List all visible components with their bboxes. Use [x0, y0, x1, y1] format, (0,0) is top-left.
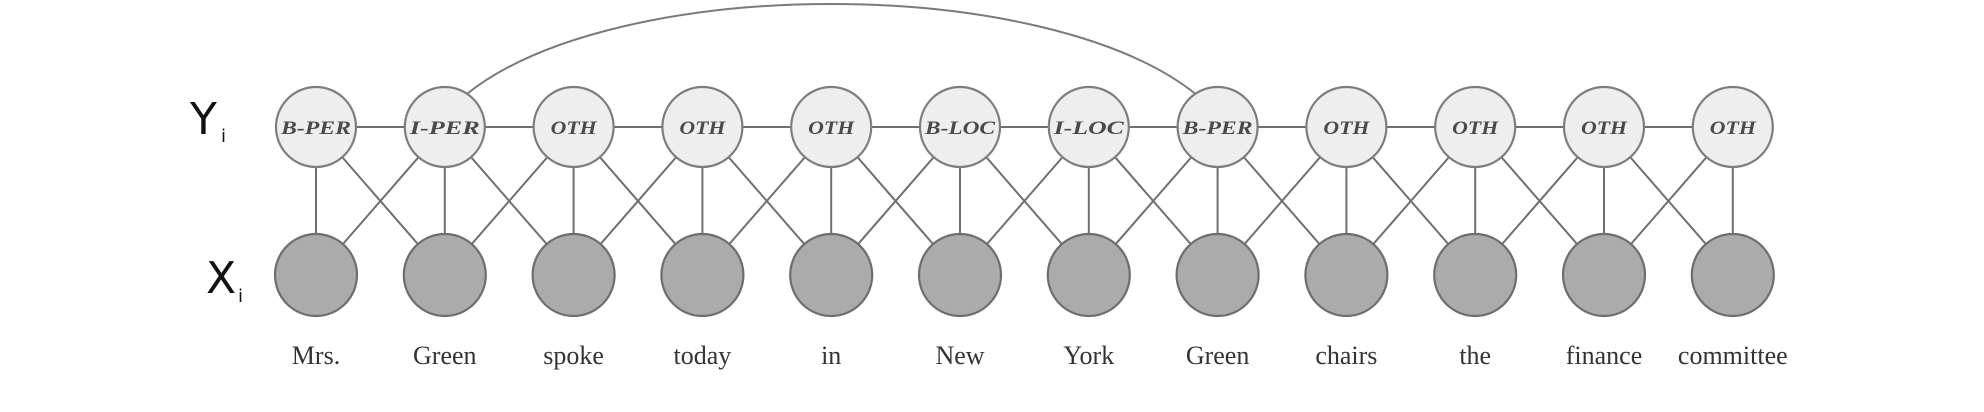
observation-node — [273, 232, 359, 318]
word-label: today — [674, 341, 732, 370]
tag-label: B-LOC — [924, 118, 996, 139]
label-node — [1047, 85, 1130, 169]
word-label: Green — [1186, 341, 1250, 370]
tag-label: OTH — [551, 118, 598, 139]
observation-node — [1046, 232, 1131, 318]
label-node — [1691, 85, 1774, 169]
word-label: Green — [413, 341, 477, 370]
label-node — [532, 85, 615, 169]
skip-chain-edge — [466, 3, 1197, 95]
observation-node — [1433, 232, 1518, 318]
edges-layer — [315, 3, 1734, 276]
row-label-y-main: Y — [189, 94, 217, 145]
observation-node — [531, 232, 616, 318]
observation-node — [1175, 232, 1260, 318]
word-label: New — [935, 341, 984, 370]
observation-node — [789, 232, 874, 318]
word-label: Mrs. — [292, 341, 340, 370]
tag-label: I-LOC — [1052, 118, 1124, 139]
tag-label: OTH — [1710, 118, 1757, 139]
observation-node — [1304, 232, 1389, 318]
observation-node — [402, 232, 487, 318]
row-label-y: Y i — [189, 94, 226, 147]
word-label: spoke — [543, 341, 604, 370]
word-label: chairs — [1315, 341, 1377, 370]
label-node — [1176, 85, 1259, 169]
nodes-layer — [273, 85, 1775, 318]
row-label-x-main: X — [206, 253, 236, 304]
label-node — [661, 85, 744, 169]
label-node — [918, 85, 1002, 169]
tag-label: OTH — [679, 118, 726, 139]
word-label: York — [1063, 341, 1114, 370]
word-label: in — [821, 341, 841, 370]
label-node — [1562, 85, 1646, 169]
label-node — [403, 85, 486, 169]
tag-label: OTH — [808, 118, 855, 139]
tag-label: B-PER — [280, 118, 351, 139]
row-label-x: X i — [206, 253, 243, 307]
observation-node — [1561, 232, 1647, 318]
word-label: committee — [1678, 341, 1788, 370]
labels-layer: B-PER Mrs. I-PER Green OTH spoke OTH today OTH in… — [280, 118, 1788, 370]
tag-label: OTH — [1581, 118, 1628, 139]
observation-node — [1690, 232, 1775, 318]
word-label: the — [1459, 341, 1491, 370]
label-node — [790, 85, 873, 169]
label-node — [274, 85, 358, 169]
tag-label: B-PER — [1181, 118, 1252, 139]
tag-label: OTH — [1323, 118, 1370, 139]
label-node — [1305, 85, 1388, 169]
label-node — [1434, 85, 1517, 169]
row-label-x-sub: i — [238, 286, 243, 307]
word-label: finance — [1566, 341, 1643, 370]
row-label-y-sub: i — [221, 126, 226, 147]
tag-label: OTH — [1452, 118, 1499, 139]
tag-label: I-PER — [408, 118, 479, 139]
observation-node — [917, 232, 1003, 318]
observation-node — [660, 232, 745, 318]
